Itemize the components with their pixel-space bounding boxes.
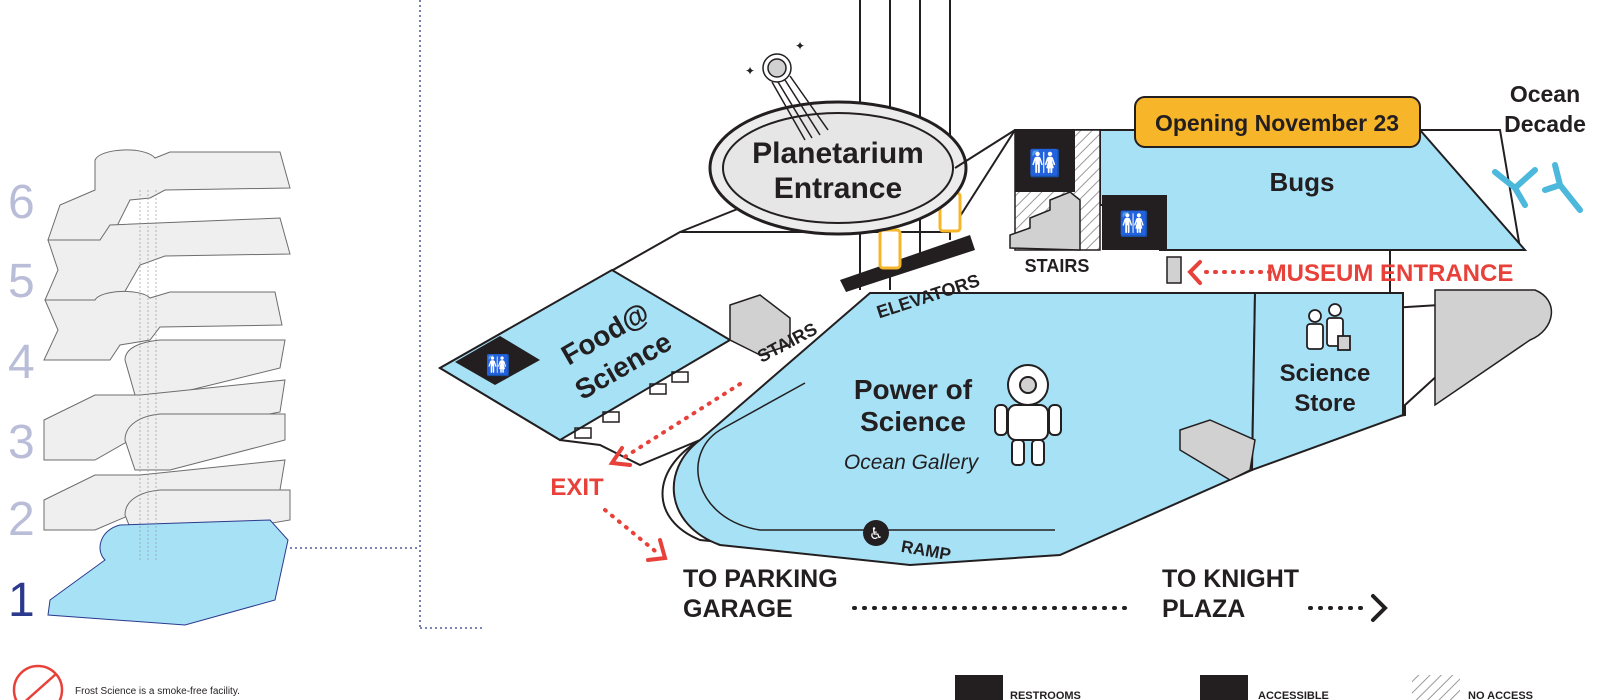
stairs-icon-store[interactable] <box>1179 419 1256 481</box>
main-plan: ✦ ✦ 🚻 🚻 🚻 <box>438 0 1583 622</box>
power-science-label-1: Power of <box>854 374 973 405</box>
stairs-top-label: STAIRS <box>1025 256 1090 276</box>
floor-num-3[interactable]: 3 <box>8 416 35 469</box>
legend-no-access-label: NO ACCESS <box>1468 690 1533 700</box>
floor-stack: 6 5 4 3 2 1 <box>8 0 485 629</box>
accessible-icon: ♿ <box>863 520 889 546</box>
entrance-door[interactable] <box>1166 256 1182 284</box>
no-smoking-icon <box>12 664 64 700</box>
exit-route <box>603 270 1272 557</box>
to-knight-label-1[interactable]: TO KNIGHT <box>1162 565 1299 593</box>
svg-text:🚻: 🚻 <box>486 353 511 377</box>
museum-entrance-label: MUSEUM ENTRANCE <box>1267 260 1514 287</box>
elevators-platform <box>840 235 975 292</box>
legend-accessible-label: ACCESSIBLE <box>1258 690 1329 700</box>
floor-num-4[interactable]: 4 <box>8 336 35 389</box>
ocean-decade-label-2: Decade <box>1504 111 1586 137</box>
power-of-science-gallery[interactable] <box>672 292 1257 567</box>
stairs-icon-top[interactable] <box>1009 191 1081 251</box>
ocean-decade-icon <box>1492 162 1583 213</box>
science-store-label-2: Store <box>1294 390 1355 417</box>
planetarium-label-1: Planetarium <box>752 137 924 170</box>
elevator-car-1[interactable] <box>878 228 902 270</box>
floor-num-6[interactable]: 6 <box>8 176 35 229</box>
restroom-icon-top[interactable]: 🚻 <box>1015 130 1075 192</box>
opening-banner <box>1134 96 1421 148</box>
legend-restrooms: RESTROOMS <box>955 675 1081 700</box>
table-icons <box>574 371 689 439</box>
to-parking-label-1[interactable]: TO PARKING <box>683 565 838 593</box>
legend-no-access: NO ACCESS <box>1412 675 1533 700</box>
ocean-decade-label-1: Ocean <box>1510 81 1580 107</box>
red-arrowheads <box>608 260 1202 562</box>
floor-num-1[interactable]: 1 <box>8 574 35 627</box>
science-store-label-1: Science <box>1280 360 1371 387</box>
ocean-gallery-label: Ocean Gallery <box>844 451 980 474</box>
svg-text:✦: ✦ <box>795 39 805 53</box>
exit-label: EXIT <box>550 474 604 501</box>
shoppers-icon <box>1306 303 1351 351</box>
closed-area <box>1434 289 1552 407</box>
restroom-icon-food[interactable]: 🚻 <box>455 336 540 385</box>
stairs-icon-left[interactable] <box>729 294 791 356</box>
diving-suit-icon <box>994 364 1062 466</box>
restroom-icon-family[interactable]: 🚻 <box>1102 195 1167 250</box>
bugs-label: Bugs <box>1270 167 1335 197</box>
svg-text:✦: ✦ <box>745 64 755 78</box>
svg-text:🚻: 🚻 <box>1119 210 1149 238</box>
planetarium-label-2: Entrance <box>774 172 902 205</box>
opening-banner-text: Opening November 23 <box>1155 110 1399 136</box>
floor-4-plan[interactable] <box>43 290 286 396</box>
legend-restrooms-label: RESTROOMS <box>1010 690 1081 700</box>
smoke-free-text: Frost Science is a smoke-free facility. <box>75 686 240 697</box>
legend-accessible: ACCESSIBLE <box>1200 675 1329 700</box>
floor-3-plan[interactable] <box>43 379 286 471</box>
power-science-label-2: Science <box>860 406 966 437</box>
science-store-area[interactable] <box>1250 292 1404 472</box>
to-parking-label-2[interactable]: GARAGE <box>683 595 793 623</box>
meteor-icon: ✦ ✦ <box>745 39 829 141</box>
planetarium-entrance[interactable] <box>679 100 1016 236</box>
to-knight-label-2[interactable]: PLAZA <box>1162 595 1245 623</box>
plaza-arrowhead <box>1371 594 1388 622</box>
floor-num-5[interactable]: 5 <box>8 255 35 308</box>
floor-5-plan[interactable] <box>44 217 291 301</box>
floor-num-2[interactable]: 2 <box>8 493 35 546</box>
floor-1-plan[interactable] <box>47 519 289 626</box>
svg-text:♿: ♿ <box>869 526 883 543</box>
svg-text:🚻: 🚻 <box>1029 148 1061 178</box>
footer: Frost Science is a smoke-free facility. … <box>12 664 1533 700</box>
